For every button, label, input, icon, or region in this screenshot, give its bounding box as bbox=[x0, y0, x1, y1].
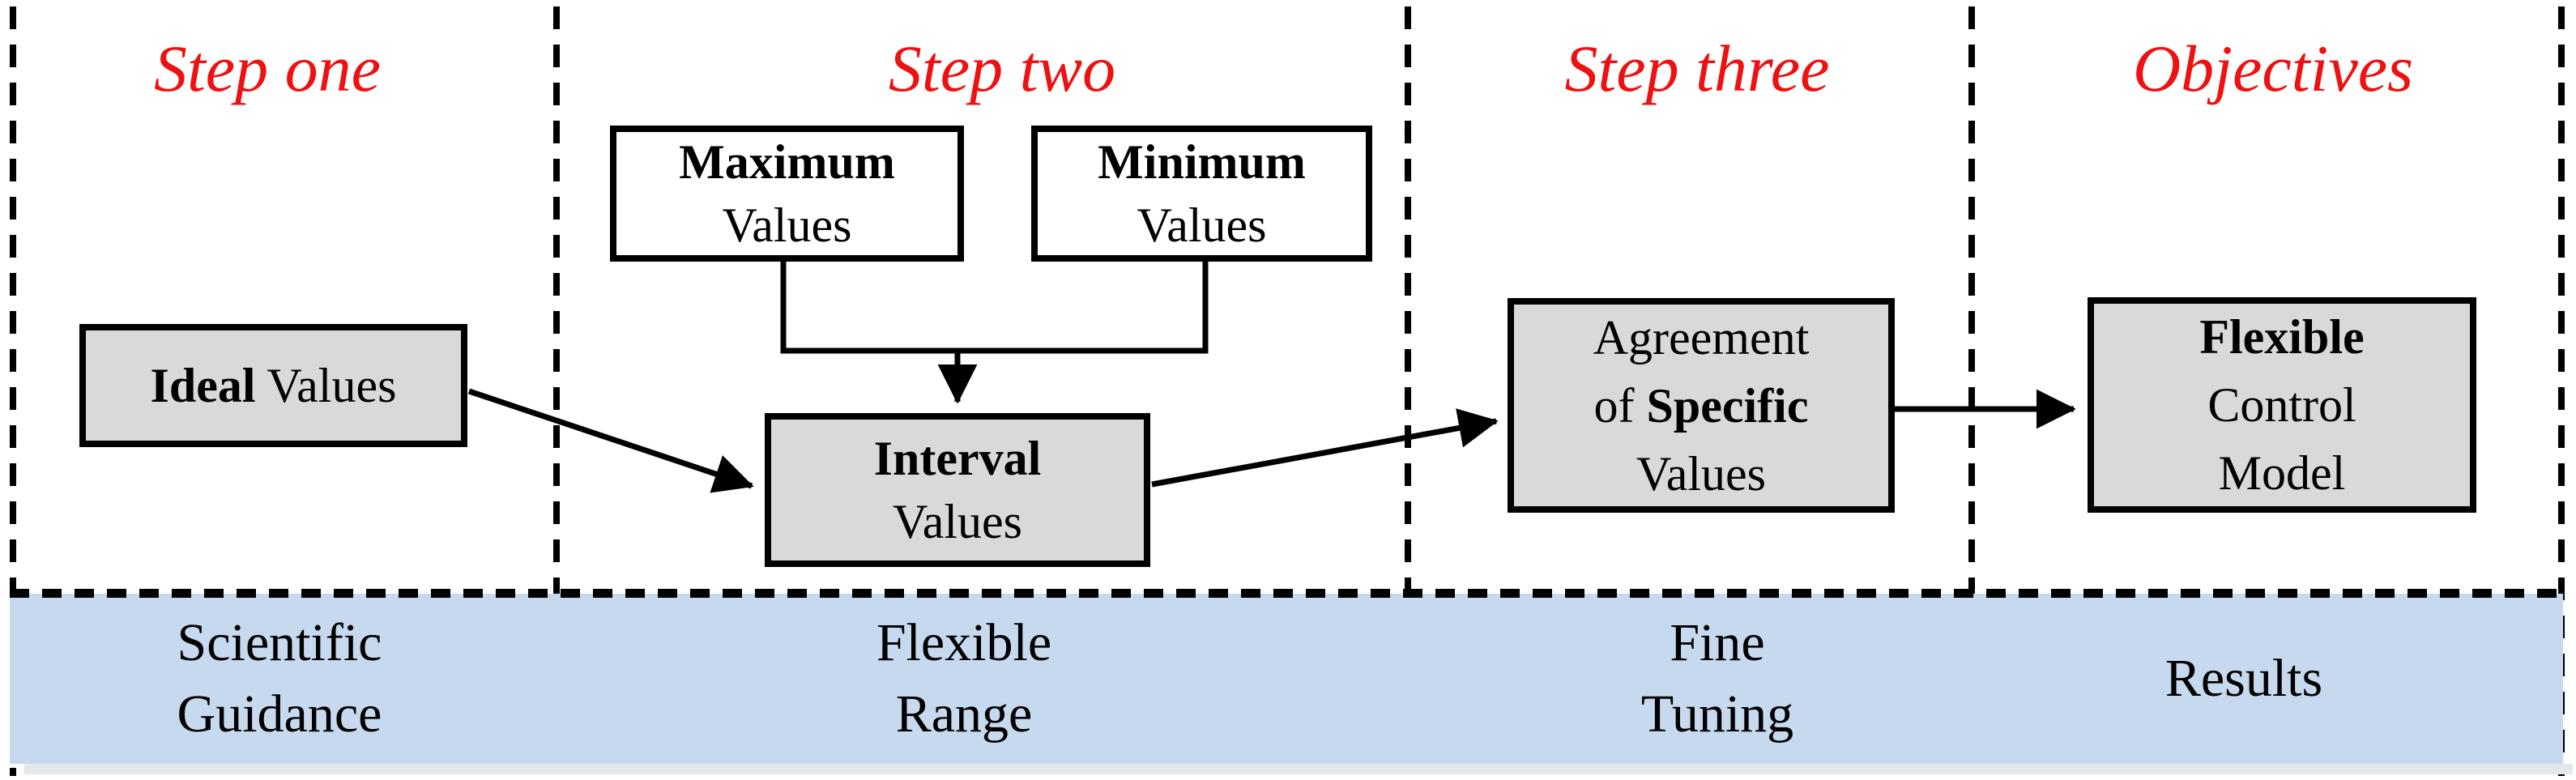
band-shadow bbox=[24, 764, 2573, 774]
box-interval-values: Interval Values bbox=[765, 413, 1150, 567]
column-label-objectives: Objectives bbox=[2132, 32, 2414, 105]
dashed-border-right bbox=[2558, 6, 2565, 776]
box-interval-line1: Interval bbox=[873, 432, 1042, 485]
dashed-divider-step2-3 bbox=[1405, 6, 1411, 594]
band-top-dashed-border bbox=[10, 589, 2563, 598]
column-label-step-two: Step two bbox=[888, 32, 1116, 105]
box-maximum-values: Maximum Values bbox=[610, 126, 964, 262]
column-label-step-one: Step one bbox=[153, 32, 382, 105]
box-flexible-line2: Control bbox=[2207, 378, 2356, 432]
band-item-line1: Results bbox=[2164, 649, 2323, 708]
band-item-line2: Tuning bbox=[1640, 684, 1794, 744]
box-agreement-line2-bold: Specific bbox=[1646, 378, 1809, 433]
band-item-fine-tuning: Fine Tuning bbox=[1507, 594, 1928, 764]
box-flexible-control-model: Flexible Control Model bbox=[2088, 297, 2476, 513]
band-item-results: Results bbox=[2033, 594, 2454, 764]
box-maximum-line2: Values bbox=[722, 198, 852, 252]
box-ideal-rest: Values bbox=[255, 359, 397, 412]
connector-max-min-merge bbox=[780, 259, 1209, 354]
box-agreement-line1: Agreement bbox=[1593, 310, 1810, 364]
arrow-interval-to-agreement bbox=[1151, 408, 1499, 488]
box-ideal-bold: Ideal bbox=[150, 359, 256, 412]
box-flexible-line1: Flexible bbox=[2199, 310, 2365, 364]
process-band bbox=[10, 594, 2563, 764]
dashed-divider-step1-2 bbox=[553, 6, 560, 594]
band-item-line1: Fine bbox=[1670, 613, 1765, 672]
column-label-step-three: Step three bbox=[1564, 32, 1830, 105]
box-agreement-line3: Values bbox=[1636, 446, 1766, 501]
band-item-line2: Guidance bbox=[177, 684, 382, 744]
dashed-border-left bbox=[10, 6, 16, 776]
dashed-divider-step3-obj bbox=[1968, 6, 1975, 594]
arrow-ideal-to-interval bbox=[467, 388, 754, 493]
box-agreement-line2: of Specific bbox=[1594, 372, 1809, 440]
box-minimum-values: Minimum Values bbox=[1031, 126, 1372, 262]
box-interval-line2: Values bbox=[893, 495, 1022, 548]
band-item-line1: Scientific bbox=[177, 613, 382, 672]
box-agreement-specific-values: Agreement of Specific Values bbox=[1508, 298, 1895, 513]
box-flexible-line3: Model bbox=[2218, 446, 2346, 500]
band-item-line1: Flexible bbox=[876, 613, 1052, 672]
band-item-line2: Range bbox=[895, 684, 1033, 744]
box-minimum-line2: Values bbox=[1137, 198, 1267, 252]
box-maximum-line1: Maximum bbox=[679, 135, 895, 189]
band-item-scientific-guidance: Scientific Guidance bbox=[69, 594, 490, 764]
box-minimum-line1: Minimum bbox=[1098, 135, 1306, 189]
band-item-flexible-range: Flexible Range bbox=[753, 594, 1175, 764]
box-agreement-line2-pre: of bbox=[1593, 378, 1647, 433]
box-ideal-line: Ideal Values bbox=[151, 354, 397, 417]
box-ideal-values: Ideal Values bbox=[79, 324, 467, 447]
